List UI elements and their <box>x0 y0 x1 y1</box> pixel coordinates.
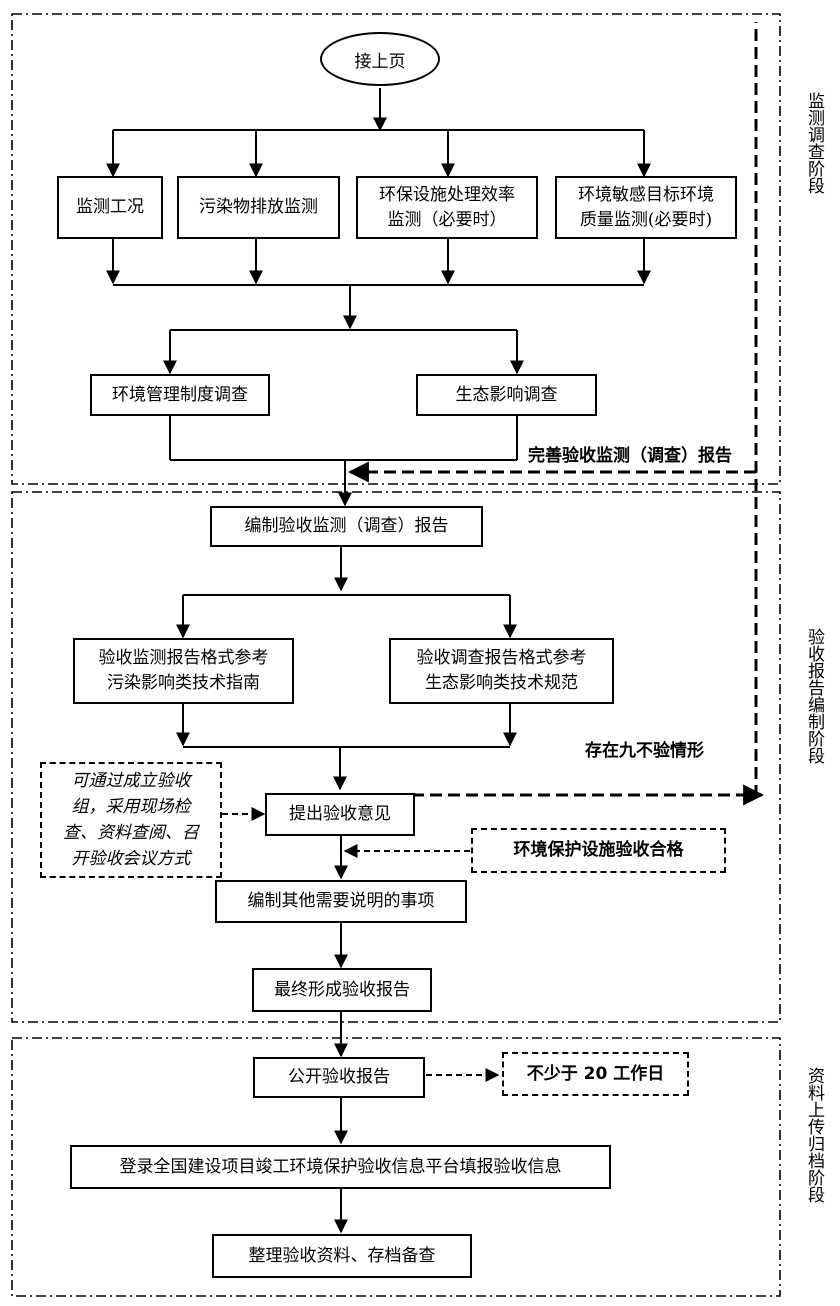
survey-format-line1: 验收调查报告格式参考 <box>416 648 587 668</box>
facility-efficiency-line1: 环保设施处理效率 <box>379 184 515 205</box>
monitor-format-line2: 污染影响类技术指南 <box>107 673 260 693</box>
stage1-frame <box>11 13 781 485</box>
nine-no-condition-label: 存在九不验情形 <box>585 741 704 761</box>
archive-box: 整理验收资料、存档备查 <box>212 1234 472 1278</box>
compile-report-box: 编制验收监测（调查）报告 <box>210 506 483 547</box>
start-node: 接上页 <box>320 32 440 86</box>
other-matters-box: 编制其他需要说明的事项 <box>215 880 467 923</box>
register-platform-box: 登录全国建设项目竣工环境保护验收信息平台填报验收信息 <box>70 1145 611 1189</box>
note-line1: 可通过成立验收 <box>71 771 191 791</box>
survey-format-ref-box: 验收调查报告格式参考生态影响类技术规范 <box>389 638 614 704</box>
sensitive-target-box: 环境敏感目标环境质量监测(必要时) <box>555 176 737 239</box>
monitor-format-ref-box: 验收监测报告格式参考污染影响类技术指南 <box>73 638 294 704</box>
acceptance-method-note: 可通过成立验收 组，采用现场检 查、资料查阅、召 开验收会议方式 <box>40 762 222 878</box>
pollutant-emission-box: 污染物排放监测 <box>177 176 340 239</box>
sensitive-target-line2: 质量监测(必要时) <box>579 209 713 230</box>
note-line2: 组，采用现场检 <box>71 797 191 817</box>
stage2-frame <box>11 491 781 1023</box>
mgmt-system-survey-box: 环境管理制度调查 <box>90 374 270 416</box>
eco-impact-survey-box: 生态影响调查 <box>416 374 597 416</box>
improve-report-label: 完善验收监测（调查）报告 <box>528 446 732 466</box>
stage-monitoring-survey-label: 监测调查阶段 <box>804 92 824 194</box>
facility-efficiency-line2: 监测（必要时） <box>387 209 507 230</box>
propose-opinion-box: 提出验收意见 <box>265 793 415 836</box>
facility-qualified-box: 环境保护设施验收合格 <box>471 828 726 873</box>
publish-report-box: 公开验收报告 <box>253 1057 425 1098</box>
min-days-box: 不少于 20 工作日 <box>502 1052 689 1096</box>
stage3-frame <box>11 1037 781 1297</box>
monitor-conditions-box: 监测工况 <box>57 176 163 239</box>
stage-upload-archive-label: 资料上传归档阶段 <box>804 1067 824 1203</box>
monitor-format-line1: 验收监测报告格式参考 <box>98 648 269 668</box>
note-line4: 开验收会议方式 <box>71 849 191 869</box>
facility-efficiency-box: 环保设施处理效率监测（必要时） <box>356 176 538 239</box>
survey-format-line2: 生态影响类技术规范 <box>425 673 578 693</box>
stage-report-compile-label: 验收报告编制阶段 <box>804 628 824 764</box>
sensitive-target-line1: 环境敏感目标环境 <box>578 184 714 205</box>
note-line3: 查、资料查阅、召 <box>63 823 199 843</box>
final-report-box: 最终形成验收报告 <box>252 968 432 1012</box>
